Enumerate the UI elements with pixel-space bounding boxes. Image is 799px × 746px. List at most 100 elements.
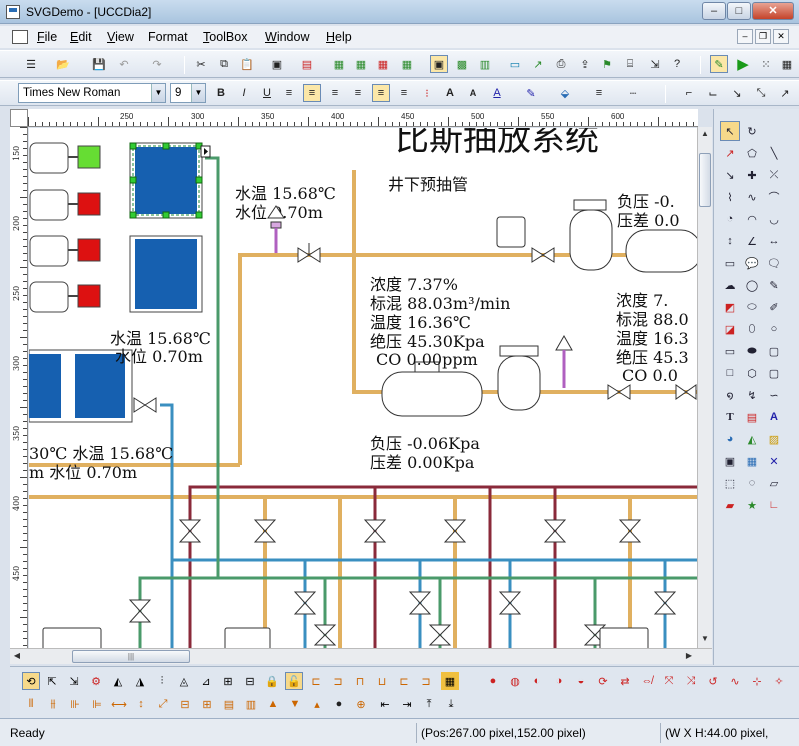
line-spacing-icon[interactable]: ⁝: [425, 87, 429, 100]
scroll-right-icon[interactable]: ▶: [685, 651, 693, 660]
globe-icon[interactable]: ◕: [726, 433, 734, 445]
open-folder-icon[interactable]: 📂: [56, 58, 70, 71]
path-node-icon[interactable]: ✧: [774, 675, 784, 688]
square-icon[interactable]: □: [726, 367, 734, 379]
order-down-icon[interactable]: ▼: [289, 698, 301, 710]
bottom-pumps[interactable]: [42, 627, 649, 648]
paste-icon[interactable]: 📋: [240, 58, 254, 71]
new-icon[interactable]: ☰: [26, 58, 36, 71]
menu-help[interactable]: Help: [326, 30, 352, 44]
curve-icon[interactable]: ⌒: [768, 192, 780, 204]
printer-icon[interactable]: ⎙: [556, 57, 566, 70]
pie-icon[interactable]: ◔: [726, 213, 734, 225]
copy-icon[interactable]: ⧉: [220, 57, 228, 70]
line-color-icon[interactable]: ✎: [526, 87, 536, 100]
bring-front-icon[interactable]: ⇱: [47, 675, 57, 688]
chord-icon[interactable]: ◡: [769, 213, 779, 226]
sensor-probe-2[interactable]: [555, 334, 573, 388]
italic-icon[interactable]: I: [242, 87, 246, 99]
dashed-rect-icon[interactable]: ⬚: [724, 477, 736, 490]
arc-icon[interactable]: ◠: [747, 213, 757, 226]
valve[interactable]: [133, 397, 157, 413]
undo-icon[interactable]: ↶: [119, 58, 129, 71]
water-tank-selected[interactable]: [129, 142, 211, 219]
drawing-canvas[interactable]: 比斯抽放系统 井下预抽管: [29, 128, 697, 648]
motor-row-4[interactable]: [29, 281, 101, 313]
selection-handle[interactable]: [162, 142, 170, 150]
help-icon[interactable]: ?: [673, 58, 681, 70]
valve[interactable]: [531, 247, 555, 263]
cross-icon[interactable]: ✚: [747, 169, 757, 182]
line-width-icon[interactable]: ≡: [595, 87, 603, 99]
mdi-restore-button[interactable]: ❐: [755, 29, 771, 44]
scroll-up-icon[interactable]: ▲: [701, 129, 709, 138]
redo-icon[interactable]: ↷: [152, 58, 162, 71]
callout-oval-icon[interactable]: ◯: [745, 279, 759, 292]
grid-dots-icon[interactable]: ⁙: [761, 58, 771, 71]
same-height-icon[interactable]: ↕: [138, 698, 144, 710]
circle-icon[interactable]: ○: [770, 323, 778, 335]
shape-exclude-icon[interactable]: ◑: [555, 675, 563, 687]
menu-window[interactable]: Window: [265, 30, 310, 44]
rotate-tool-icon[interactable]: ⟲: [22, 672, 40, 690]
print-preview-icon[interactable]: ▣: [271, 58, 283, 71]
polyline-icon[interactable]: ⌇: [727, 191, 733, 204]
align-bottom-shape-icon[interactable]: ⊐: [421, 675, 431, 688]
valve[interactable]: [443, 519, 467, 543]
align-left-shape-icon[interactable]: ⊏: [311, 675, 321, 688]
rounded-rect-icon[interactable]: ▢: [768, 345, 780, 358]
motor-row-3[interactable]: [29, 235, 101, 267]
valve[interactable]: [253, 519, 277, 543]
shape-break-icon[interactable]: ⟳: [598, 675, 608, 688]
valve[interactable]: [618, 519, 642, 543]
select-arrow-icon[interactable]: ↖: [720, 121, 740, 141]
selection-handle[interactable]: [195, 211, 203, 219]
grid-link-icon[interactable]: ▦: [401, 58, 413, 71]
valve[interactable]: [675, 384, 697, 400]
spiral-icon[interactable]: ໑: [726, 389, 734, 402]
menu-edit[interactable]: Edit: [70, 30, 92, 44]
scroll-left-icon[interactable]: ◀: [13, 651, 21, 660]
unlock-icon[interactable]: 🔓: [285, 672, 303, 690]
eraser-icon[interactable]: ◪: [724, 323, 736, 336]
corner-icon[interactable]: ∟: [768, 499, 780, 511]
design-mode-icon[interactable]: ✎: [710, 55, 728, 73]
line-style-icon[interactable]: ┄: [629, 87, 637, 100]
node-edit-icon[interactable]: ↗: [725, 147, 735, 160]
property-icon[interactable]: ⌸: [626, 57, 634, 70]
align-right-icon[interactable]: ≡: [331, 87, 339, 99]
shrink-font-icon[interactable]: A: [469, 88, 477, 98]
valve[interactable]: [178, 519, 202, 543]
dimension-h-icon[interactable]: ↔: [768, 235, 780, 247]
layer-down-icon[interactable]: ●: [335, 698, 343, 710]
mdi-close-button[interactable]: ✕: [773, 29, 789, 44]
chart-icon[interactable]: ↗: [533, 58, 543, 71]
grid-delete-icon[interactable]: ▦: [377, 58, 389, 71]
gas-pump-lower[interactable]: [381, 345, 541, 417]
cut-icon[interactable]: ✂: [196, 58, 206, 71]
polygon-edit-icon[interactable]: ⬠: [747, 147, 757, 160]
round-square-icon[interactable]: ▢: [768, 367, 780, 380]
valve-group[interactable]: [128, 243, 697, 646]
picture-icon[interactable]: ▨: [768, 433, 780, 446]
horizontal-scrollbar[interactable]: ◀ ||| ▶: [10, 648, 712, 664]
mirror-v-icon[interactable]: ◬: [179, 675, 189, 688]
path-corner-icon[interactable]: ⊹: [752, 675, 762, 688]
shape-subtract-icon[interactable]: ◐: [533, 675, 541, 687]
chevron-down-icon[interactable]: ▼: [191, 84, 205, 102]
dimension-angle-icon[interactable]: ∠: [747, 235, 757, 248]
export-icon[interactable]: ⇪: [580, 58, 590, 71]
ellipse-outline-icon[interactable]: ⬭: [747, 300, 757, 313]
lasso-icon[interactable]: [764, 121, 784, 141]
gas-pump-upper[interactable]: [496, 199, 697, 273]
callout-speech-icon[interactable]: 💬: [745, 257, 759, 270]
delete-page-icon[interactable]: ▤: [301, 58, 313, 71]
motor-row-1[interactable]: [29, 142, 101, 174]
horizontal-scroll-thumb[interactable]: |||: [72, 650, 190, 663]
space-h-icon[interactable]: ⊪: [70, 698, 80, 711]
bezier-icon[interactable]: ⤫: [769, 168, 779, 181]
menu-file[interactable]: File: [37, 30, 58, 44]
connector-curve-icon[interactable]: ↘: [732, 87, 742, 100]
dimension-v-icon[interactable]: ↕: [727, 235, 733, 247]
image-icon[interactable]: ▭: [509, 58, 521, 71]
